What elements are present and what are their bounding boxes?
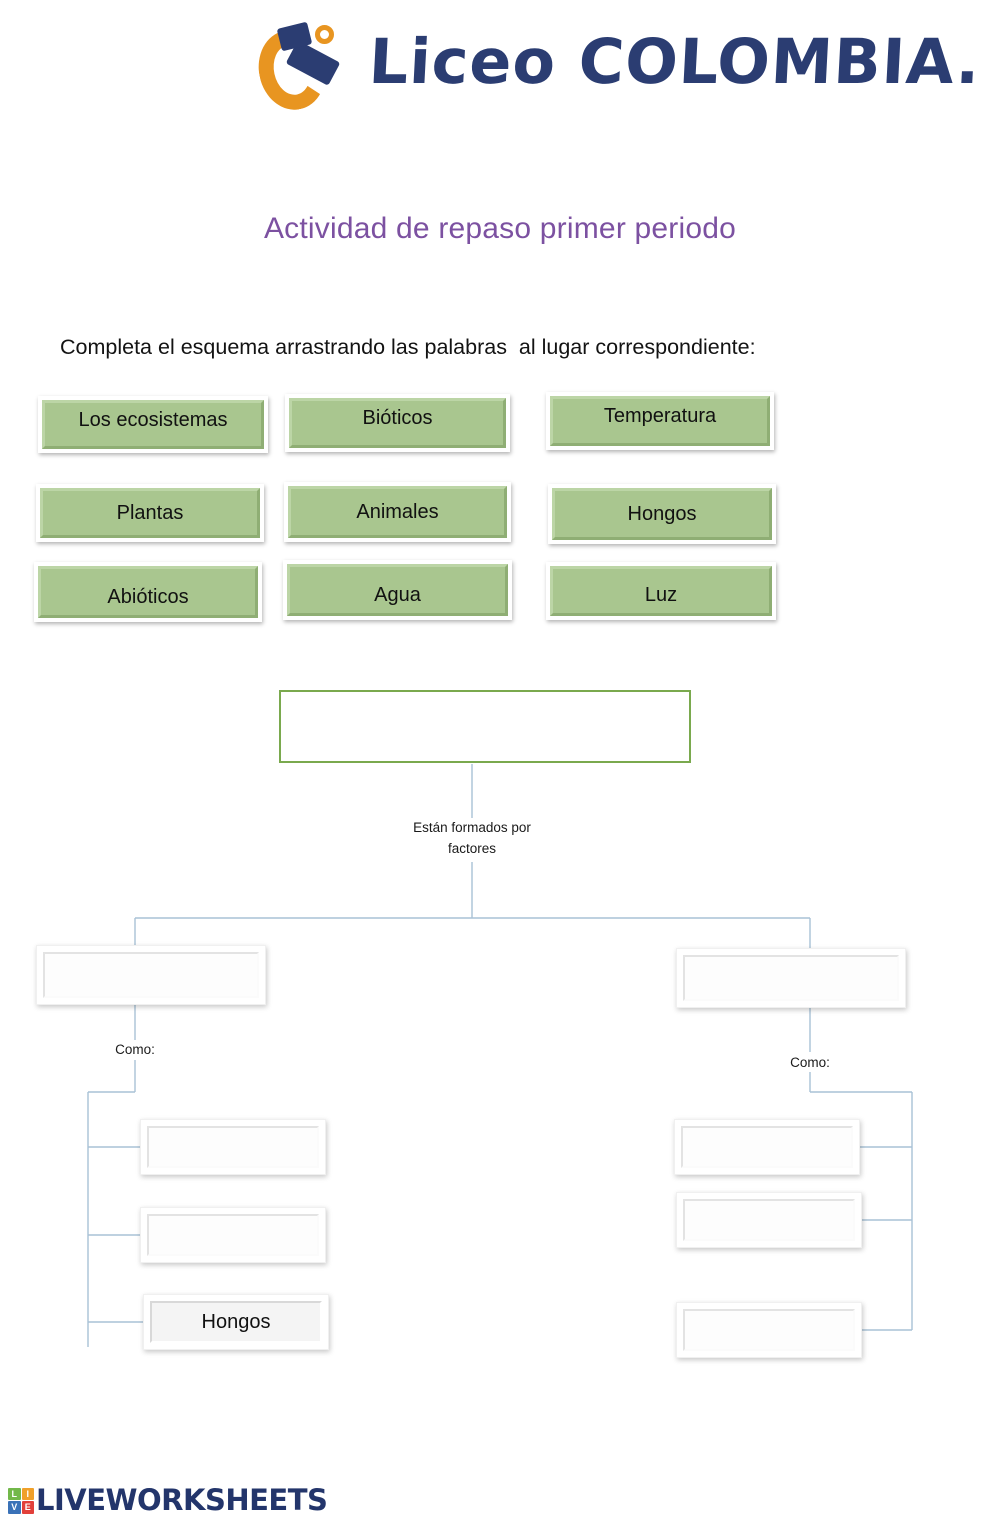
word-tile[interactable]: Los ecosistemas — [38, 396, 268, 453]
lw-letter-v: V — [8, 1501, 21, 1514]
logo-orange-ring — [315, 25, 334, 44]
drop-target-leaf-right-value — [683, 1199, 855, 1241]
page-title: Actividad de repaso primer periodo — [263, 212, 737, 245]
school-logo-header: Liceo COLOMBIA. — [0, 0, 1000, 135]
drop-target-leaf-right[interactable] — [676, 1192, 862, 1248]
word-tile-label: Plantas — [40, 488, 260, 538]
word-tile-label: Agua — [287, 564, 508, 616]
drop-target-leaf-left-value — [147, 1214, 319, 1256]
instruction-text: Completa el esquema arrastrando las pala… — [60, 335, 756, 359]
word-tile-label: Animales — [288, 486, 507, 538]
drop-target-leaf-right-value — [683, 1309, 855, 1351]
lw-letter-e: E — [21, 1501, 34, 1514]
word-tile[interactable]: Bióticos — [285, 394, 510, 452]
como-label-left: Como: — [115, 1042, 155, 1057]
drop-target-leaf-right[interactable] — [676, 1302, 862, 1358]
word-tile-label: Abióticos — [38, 566, 258, 618]
drop-target-leaf-right-value — [681, 1126, 853, 1168]
drop-target-leaf-left[interactable]: Hongos — [143, 1294, 329, 1350]
word-tile[interactable]: Plantas — [36, 484, 264, 542]
word-tile[interactable]: Temperatura — [546, 392, 774, 450]
liveworksheets-brand-text: LIVEWORKSHEETS — [36, 1483, 328, 1517]
drop-target-level2-value — [683, 955, 899, 1001]
drop-target-leaf-left-value — [147, 1126, 319, 1168]
liceo-colombia-logo: Liceo COLOMBIA. — [251, 8, 983, 116]
word-tile-label: Bióticos — [289, 398, 506, 448]
word-tile[interactable]: Agua — [283, 560, 512, 620]
word-tile[interactable]: Animales — [284, 482, 511, 542]
drop-target-level2[interactable] — [676, 948, 906, 1008]
como-label-right: Como: — [790, 1055, 830, 1070]
word-tile[interactable]: Abióticos — [34, 562, 262, 622]
logo-wordmark: Liceo COLOMBIA. — [367, 25, 983, 98]
word-tile[interactable]: Hongos — [548, 484, 776, 544]
drop-target-leaf-left[interactable] — [140, 1207, 326, 1263]
word-tile-label: Los ecosistemas — [42, 400, 264, 449]
word-tile[interactable]: Luz — [546, 562, 776, 620]
drop-target-leaf-right[interactable] — [674, 1119, 860, 1175]
microscope-c-icon — [251, 8, 347, 116]
lw-letter-i: I — [21, 1487, 34, 1500]
branch-label-factores: Están formados por factores — [413, 820, 531, 856]
drop-target-leaf-left[interactable] — [140, 1119, 326, 1175]
liveworksheets-watermark: L I V E LIVEWORKSHEETS — [8, 1483, 328, 1517]
word-tile-label: Temperatura — [550, 396, 770, 446]
drop-target-leaf-left-value: Hongos — [150, 1301, 322, 1343]
drop-target-level2[interactable] — [36, 945, 266, 1005]
drop-target-root[interactable] — [279, 690, 691, 763]
word-tile-label: Hongos — [552, 488, 772, 540]
lw-letter-l: L — [8, 1487, 21, 1500]
drop-target-level2-value — [43, 952, 259, 998]
word-tile-label: Luz — [550, 566, 772, 616]
liveworksheets-logo-icon: L I V E — [8, 1487, 34, 1514]
